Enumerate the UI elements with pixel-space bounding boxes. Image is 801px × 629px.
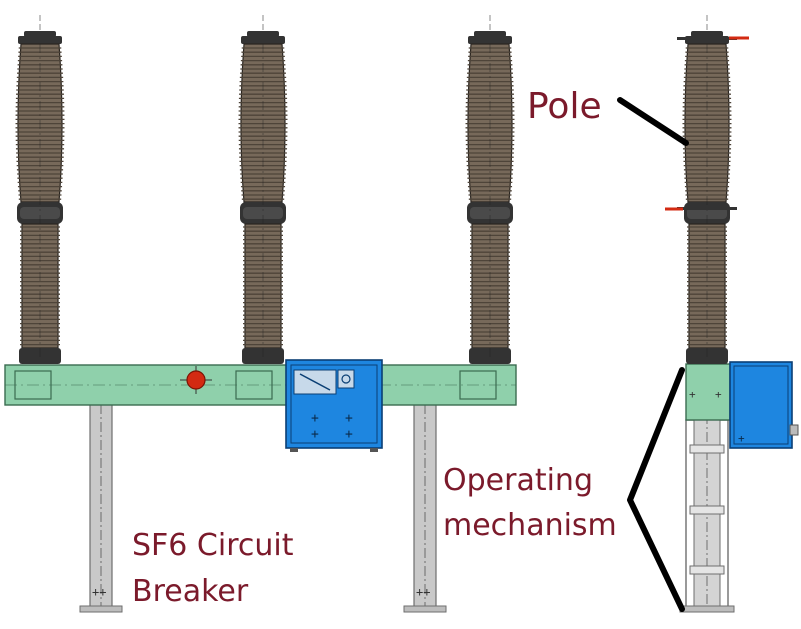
svg-text:+: + bbox=[311, 411, 319, 426]
gas-density-indicator-icon bbox=[180, 366, 212, 394]
breaker-label-line2: Breaker bbox=[132, 574, 249, 609]
pole-label: Pole bbox=[527, 86, 602, 127]
mechanism-bracket bbox=[627, 367, 685, 612]
svg-text:++: ++ bbox=[416, 585, 430, 599]
support-column-right: ++ bbox=[403, 394, 447, 613]
front-view: ++ ++ bbox=[4, 15, 517, 613]
frame-beam bbox=[4, 364, 517, 406]
svg-text:+: + bbox=[311, 427, 319, 442]
pole-pointer bbox=[617, 97, 689, 146]
side-support-column bbox=[679, 360, 735, 613]
mechanism-label-line1: Operating bbox=[443, 463, 593, 498]
operating-mechanism-cabinet-front: + + + + bbox=[285, 359, 383, 452]
mechanism-label-line2: mechanism bbox=[443, 508, 617, 543]
support-column-left: ++ bbox=[79, 394, 123, 613]
pole-2 bbox=[238, 15, 288, 364]
svg-text:+: + bbox=[738, 432, 745, 445]
svg-text:++: ++ bbox=[92, 585, 106, 599]
pole-1 bbox=[15, 15, 65, 364]
pole-3 bbox=[465, 15, 515, 364]
side-pole bbox=[665, 15, 749, 364]
operating-mechanism-cabinet-side: + bbox=[729, 361, 799, 449]
pointer-lines bbox=[617, 97, 689, 612]
side-view: + + + bbox=[665, 15, 799, 613]
svg-text:+: + bbox=[345, 411, 353, 426]
svg-text:+: + bbox=[345, 427, 353, 442]
svg-text:+: + bbox=[715, 388, 722, 401]
svg-text:+: + bbox=[689, 388, 696, 401]
breaker-label-line1: SF6 Circuit bbox=[132, 528, 294, 563]
side-frame: + + bbox=[685, 363, 731, 421]
